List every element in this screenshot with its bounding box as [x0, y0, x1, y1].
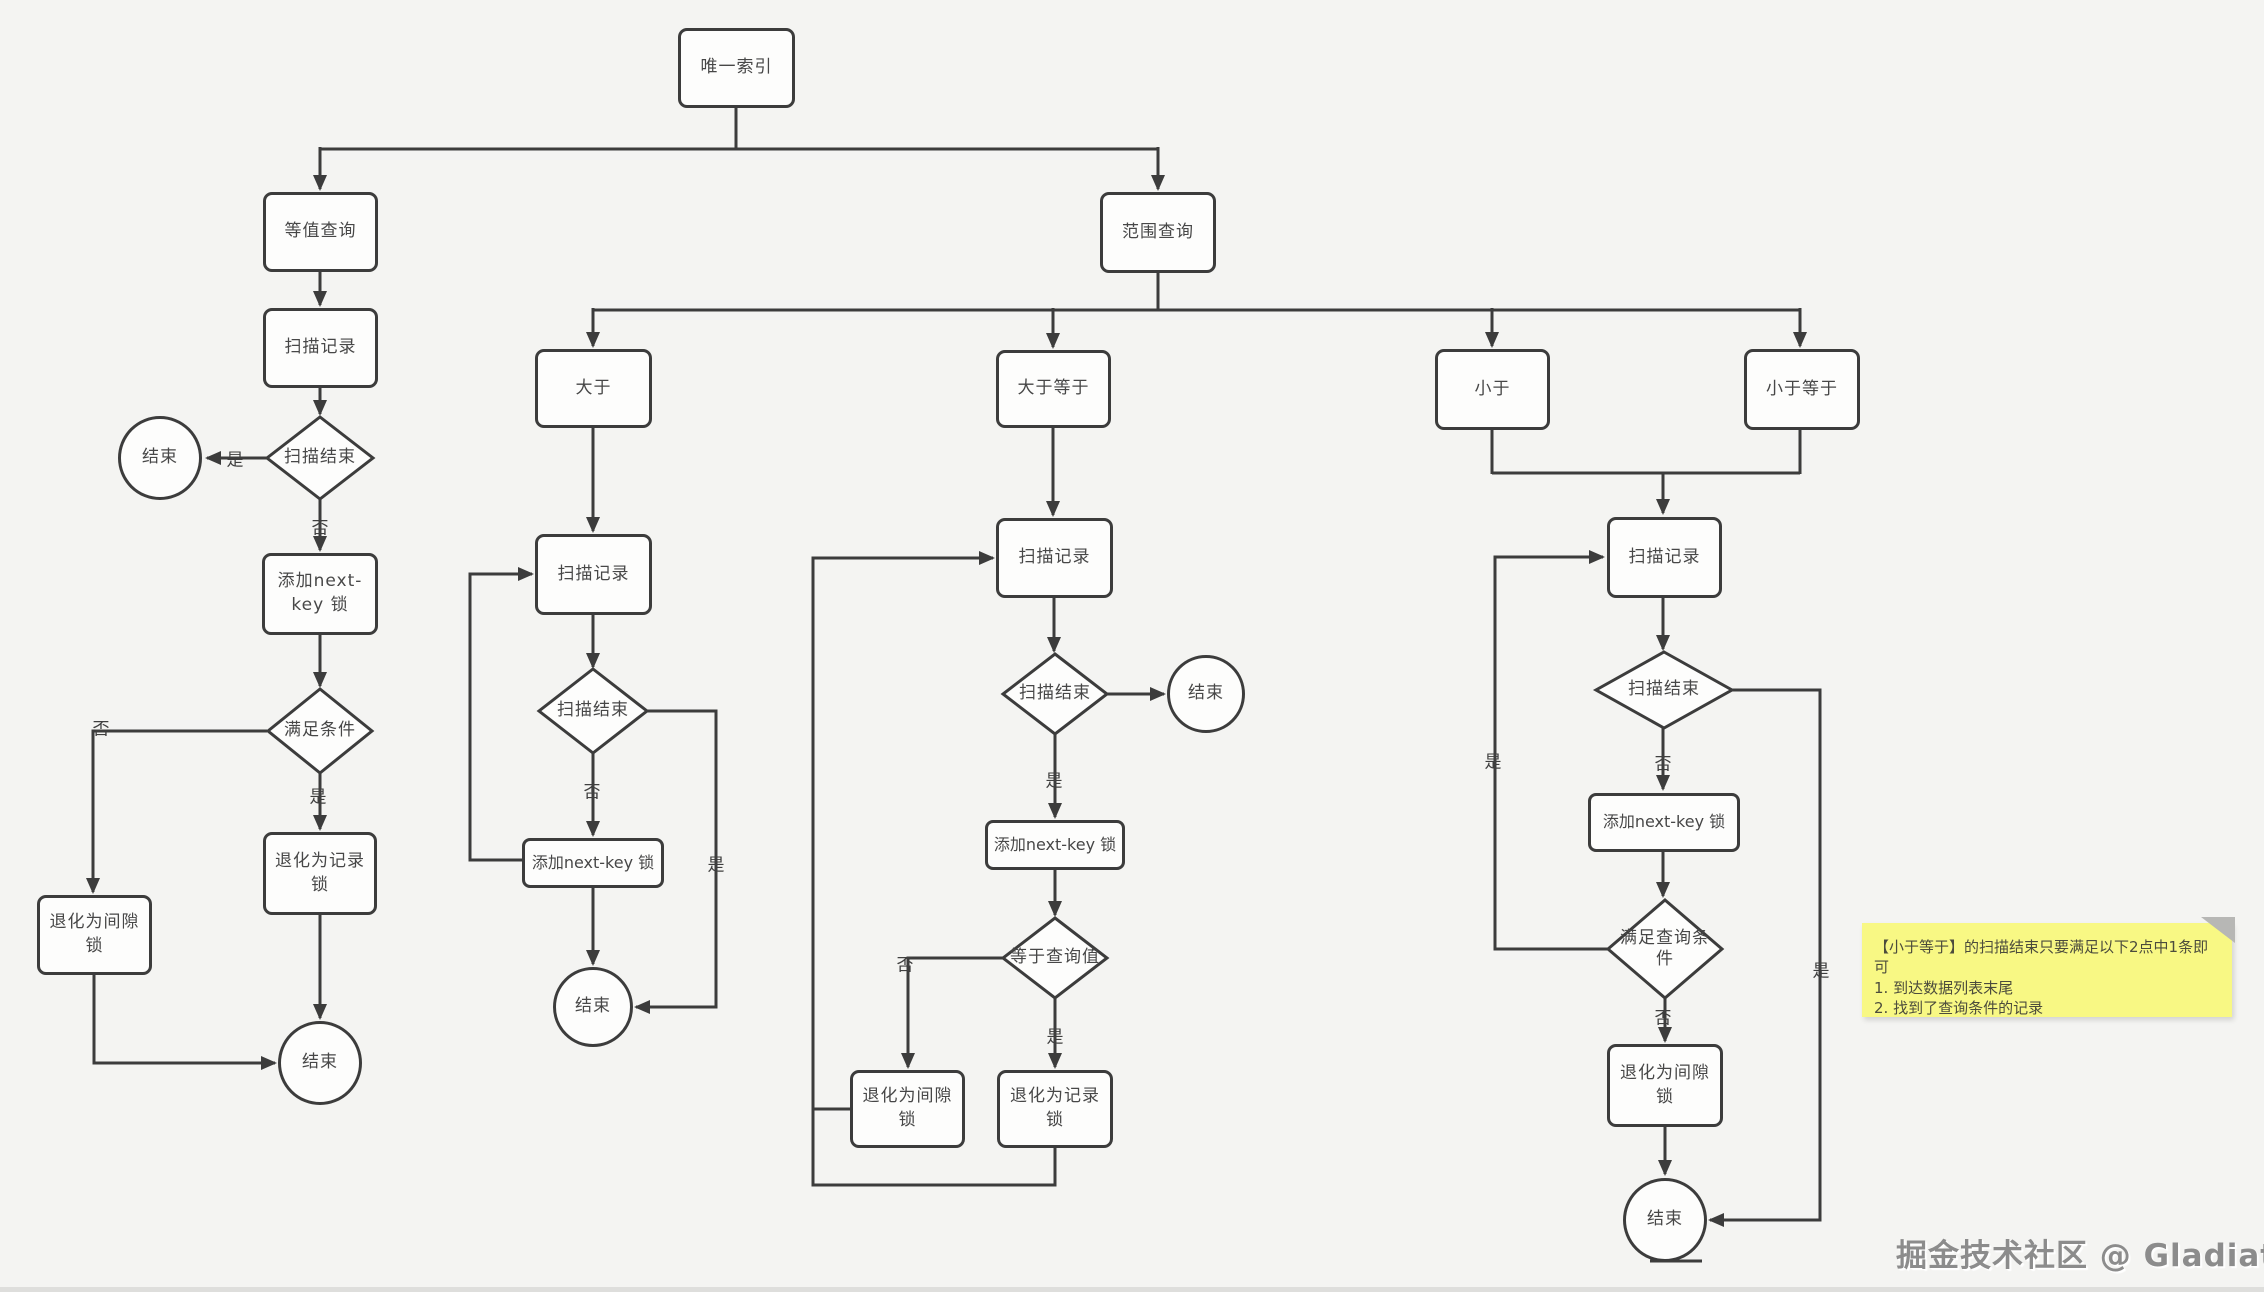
edge-label-no-1: 否: [311, 518, 329, 539]
decision-shape-scan-end-1: [264, 415, 376, 501]
node-end-2-label: 结束: [302, 1052, 338, 1073]
decision-shape-scan-end-2: [536, 667, 650, 755]
node-add-next-key-lock-4-label: 添加next-key 锁: [1602, 812, 1726, 832]
edge-label-no-6: 否: [1654, 1008, 1672, 1029]
watermark-text: 掘金技术社区 @ Gladiator1: [1896, 1238, 2264, 1274]
edge-label-no-4: 否: [896, 955, 914, 976]
node-end-1-label: 结束: [142, 447, 178, 468]
node-equal-query-label: 等值查询: [284, 221, 357, 242]
node-add-next-key-lock-2: 添加next-key 锁: [522, 838, 664, 888]
node-end-1: 结束: [118, 416, 202, 500]
node-unique-index: 唯一索引: [678, 28, 795, 108]
node-range-query: 范围查询: [1100, 192, 1216, 273]
decision-shape-satisfy-condition: [265, 687, 375, 775]
edge-yes-end-4: [1708, 688, 1822, 1227]
node-end-3-label: 结束: [575, 996, 611, 1017]
decision-shape-satisfy-query-condition: [1605, 898, 1725, 1000]
node-scan-record-3: 扫描记录: [996, 518, 1113, 598]
sticky-note-title: 【小于等于】的扫描结束只要满足以下2点中1条即可: [1874, 938, 2209, 977]
node-add-next-key-lock-3-label: 添加next-key 锁: [993, 834, 1117, 854]
node-scan-record-2: 扫描记录: [535, 534, 652, 615]
sticky-note: 【小于等于】的扫描结束只要满足以下2点中1条即可 1. 到达数据列表末尾 2. …: [1862, 917, 2235, 1017]
node-end-4-label: 结束: [1188, 683, 1224, 704]
node-scan-record-1-label: 扫描记录: [284, 337, 357, 358]
sticky-note-item-1: 1. 到达数据列表末尾: [1874, 978, 2014, 997]
node-scan-record-4-label: 扫描记录: [1628, 546, 1701, 567]
edge-label-no-2: 否: [92, 719, 110, 740]
edge-label-yes-4: 是: [1045, 771, 1063, 792]
edge-label-no-5: 否: [1654, 754, 1672, 775]
node-degrade-gap-lock-1: 退化为间隙锁: [37, 895, 152, 975]
node-greater-than: 大于: [535, 349, 652, 428]
node-degrade-gap-lock-4-label: 退化为间隙锁: [1620, 1062, 1710, 1107]
edge-yes-end-2: [634, 709, 718, 1014]
node-add-next-key-lock-3: 添加next-key 锁: [985, 820, 1125, 870]
sticky-note-item-2: 2. 找到了查询条件的记录: [1874, 998, 2044, 1017]
edge-no-gap-1: [86, 729, 267, 894]
node-add-next-key-lock-1: 添加next-key 锁: [262, 553, 378, 635]
node-equal-query: 等值查询: [263, 192, 378, 272]
node-less-equal-label: 小于等于: [1766, 378, 1838, 399]
node-greater-equal: 大于等于: [996, 350, 1111, 428]
node-greater-equal-label: 大于等于: [1017, 378, 1090, 399]
node-unique-index-label: 唯一索引: [700, 57, 773, 78]
node-scan-record-2-label: 扫描记录: [557, 563, 630, 584]
edge-label-yes-6: 是: [1484, 752, 1502, 773]
node-degrade-gap-lock-4: 退化为间隙锁: [1607, 1044, 1723, 1127]
node-add-next-key-lock-1-label: 添加next-key 锁: [277, 571, 363, 615]
edge-label-yes-2: 是: [309, 787, 327, 808]
node-degrade-record-lock-1-label: 退化为记录锁: [275, 850, 365, 895]
node-scan-record-3-label: 扫描记录: [1018, 547, 1091, 568]
node-less-than: 小于: [1435, 349, 1550, 430]
node-range-query-label: 范围查询: [1122, 221, 1194, 242]
node-greater-than-label: 大于: [575, 377, 612, 398]
edge-no-gap-3: [901, 956, 1003, 1069]
node-degrade-gap-lock-3: 退化为间隙锁: [850, 1070, 965, 1148]
node-scan-record-1: 扫描记录: [263, 308, 378, 388]
node-degrade-gap-lock-3-label: 退化为间隙锁: [862, 1086, 953, 1130]
node-add-next-key-lock-4: 添加next-key 锁: [1588, 793, 1740, 852]
edge-label-no-3: 否: [583, 782, 601, 803]
node-end-3: 结束: [553, 967, 633, 1047]
edge-loop-3: [811, 551, 1057, 1187]
node-end-2: 结束: [278, 1021, 362, 1105]
edge-label-yes-1: 是: [226, 450, 244, 471]
edge-loop-2: [468, 567, 534, 862]
edge-label-yes-7: 是: [1812, 961, 1830, 982]
node-end-4: 结束: [1167, 655, 1245, 733]
edge-label-yes-5: 是: [1046, 1027, 1064, 1048]
node-less-equal: 小于等于: [1744, 349, 1860, 430]
decision-shape-equal-query-value: [1000, 916, 1110, 1000]
node-degrade-record-lock-3-label: 退化为记录锁: [1010, 1086, 1100, 1130]
node-end-5-label: 结束: [1647, 1209, 1683, 1230]
decision-shape-scan-end-4: [1592, 650, 1736, 730]
node-less-than-label: 小于: [1474, 378, 1511, 399]
edge-loop-4: [1493, 550, 1608, 951]
node-degrade-gap-lock-1-label: 退化为间隙锁: [49, 912, 140, 956]
edge-gap-end-1: [92, 975, 277, 1070]
bottom-edge-strip: [0, 1287, 2264, 1292]
node-end-5: 结束: [1623, 1178, 1707, 1262]
decision-shape-scan-end-3: [1000, 652, 1110, 736]
edge-label-yes-3: 是: [707, 855, 725, 876]
node-add-next-key-lock-2-label: 添加next-key 锁: [531, 852, 655, 872]
node-degrade-record-lock-1: 退化为记录锁: [263, 832, 377, 915]
node-scan-record-4: 扫描记录: [1607, 517, 1722, 598]
node-degrade-record-lock-3: 退化为记录锁: [997, 1070, 1113, 1148]
